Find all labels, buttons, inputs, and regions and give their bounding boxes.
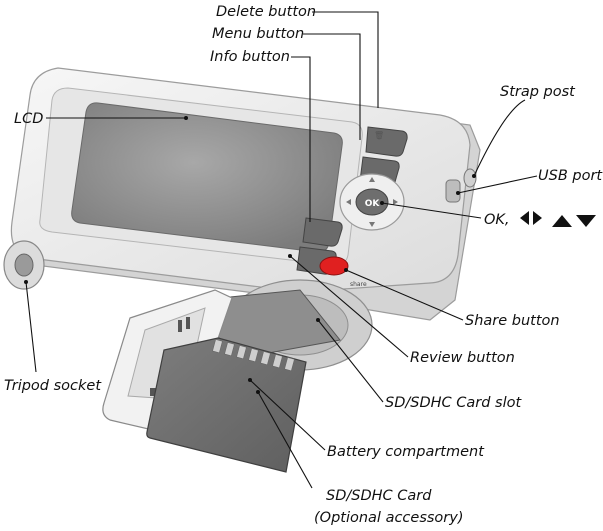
ok-key-label: OK bbox=[365, 199, 381, 209]
leader-dots bbox=[24, 116, 476, 394]
share-mark-label: share bbox=[350, 281, 367, 288]
label-tripod-socket: Tripod socket bbox=[4, 378, 102, 394]
arrow-keys-icon bbox=[520, 211, 596, 227]
delete-key bbox=[365, 126, 408, 157]
up-arrow-icon bbox=[552, 215, 572, 227]
label-menu-button: Menu button bbox=[212, 26, 304, 42]
tripod-socket-graphic bbox=[3, 240, 45, 290]
label-usb-port: USB port bbox=[538, 168, 603, 184]
label-share-button: Share button bbox=[465, 313, 560, 329]
label-sd-card-slot: SD/SDHC Card slot bbox=[385, 395, 523, 411]
svg-text:🗑: 🗑 bbox=[374, 131, 384, 140]
share-button-graphic: share bbox=[319, 256, 367, 288]
label-sd-card: SD/SDHC Card bbox=[326, 488, 432, 504]
nav-pad: OK bbox=[339, 173, 405, 231]
label-review-button: Review button bbox=[410, 350, 515, 366]
label-delete-button: Delete button bbox=[216, 4, 316, 20]
right-arrow-icon bbox=[533, 211, 542, 225]
lcd-screen bbox=[71, 102, 343, 253]
sd-card-graphic bbox=[146, 337, 307, 473]
leader-lines bbox=[25, 11, 538, 489]
label-info-button: Info button bbox=[210, 49, 290, 65]
label-battery-compartment: Battery compartment bbox=[327, 444, 485, 460]
label-optional-accessory: (Optional accessory) bbox=[314, 510, 464, 526]
label-lcd: LCD bbox=[14, 111, 43, 127]
left-arrow-icon bbox=[520, 211, 529, 225]
strap-post-graphic bbox=[463, 168, 477, 188]
label-strap-post: Strap post bbox=[500, 84, 576, 100]
usb-port-graphic bbox=[445, 179, 461, 203]
info-key bbox=[302, 217, 343, 247]
label-ok: OK, bbox=[484, 212, 510, 228]
down-arrow-icon bbox=[576, 215, 596, 227]
